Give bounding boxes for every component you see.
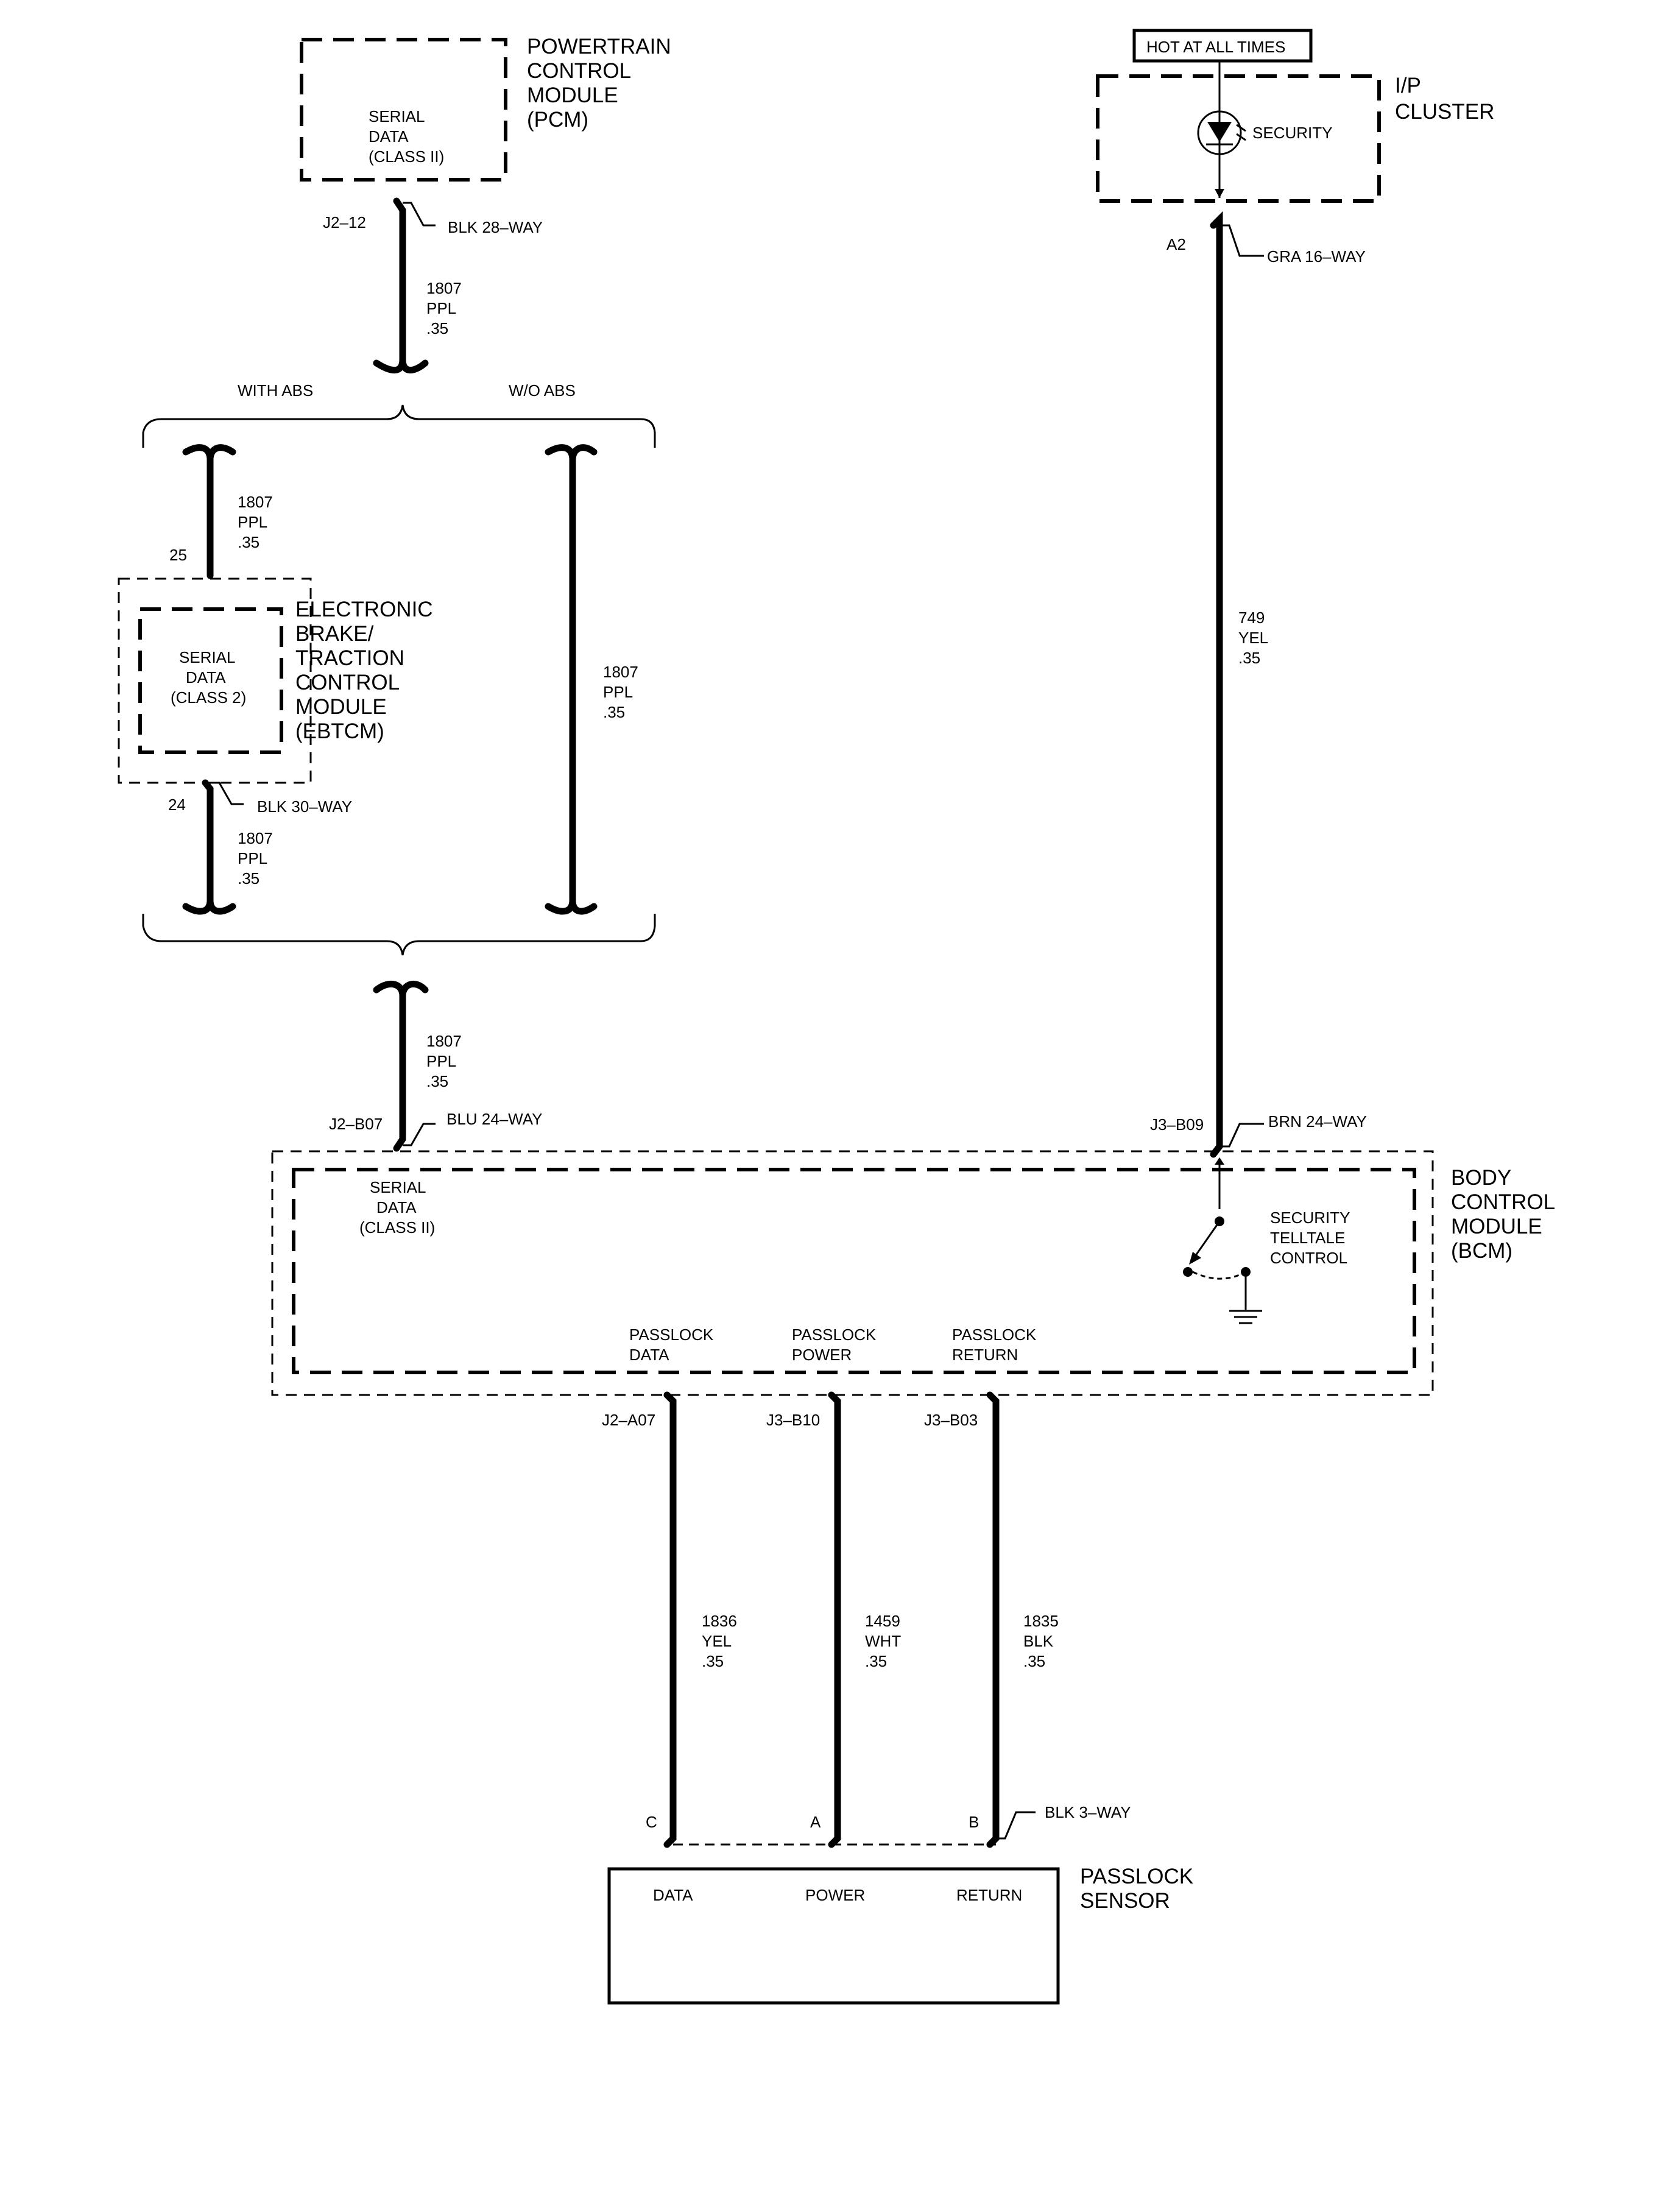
- passlock-power-wire: [828, 1391, 841, 1848]
- security-lamp-icon: [1197, 110, 1242, 155]
- switch-right-contact: [1241, 1267, 1251, 1277]
- wo-abs-circuit: 1807 PPL .35: [603, 663, 643, 721]
- switch-arm: [1191, 1221, 1221, 1260]
- sensor-connector-label: BLK 3–WAY: [1045, 1803, 1131, 1821]
- top-brace: [142, 404, 656, 448]
- hot-at-all-times-label: HOT AT ALL TIMES: [1146, 38, 1285, 56]
- bcm-inner-box: [292, 1168, 1416, 1374]
- pcm-title: POWERTRAIN CONTROL MODULE (PCM): [527, 35, 677, 132]
- security-wire-bcm-pin: J3–B09: [1150, 1115, 1204, 1134]
- security-led-rays: [1236, 124, 1246, 141]
- sensor-connector-leader: [996, 1811, 1036, 1840]
- pcm-connector: BLK 28–WAY: [448, 218, 543, 236]
- bcm-serial-data-label: SERIAL DATA (CLASS II): [359, 1178, 435, 1237]
- bcm-telltale-entry-arrow: [1215, 1157, 1224, 1165]
- ebtcm-input-wire: [182, 444, 236, 579]
- sensor-terminal-power: POWER: [805, 1886, 865, 1904]
- sensor-terminal-data: DATA: [653, 1886, 693, 1904]
- ebtcm-connector: BLK 30–WAY: [257, 797, 352, 816]
- bcm-serial-connector-leader: [403, 1123, 436, 1146]
- passlock-data-wire: [663, 1391, 677, 1848]
- security-led-icon: [1207, 122, 1232, 142]
- wo-abs-wire: [545, 444, 598, 915]
- pcm-pin: J2–12: [323, 213, 366, 231]
- ebtcm-pin-in: 25: [169, 546, 187, 564]
- ebtcm-pin-out: 24: [168, 796, 186, 814]
- pcm-wire: [373, 197, 429, 373]
- ebtcm-inner-box: [138, 607, 283, 754]
- ebtcm-connector-leader: [210, 782, 244, 805]
- bcm-serial-connector: BLU 24–WAY: [446, 1110, 543, 1128]
- passlock-sensor-box: [607, 1867, 1060, 2005]
- pcm-connector-leader: [403, 202, 436, 227]
- passlock-return-wire: [986, 1391, 1000, 1848]
- ip-feed-arrow: [1215, 189, 1224, 198]
- sensor-pin-a: A: [810, 1813, 821, 1831]
- bottom-brace: [142, 914, 656, 956]
- security-wire-connector: GRA 16–WAY: [1267, 247, 1366, 266]
- pcm-serial-data-label: SERIAL DATA (CLASS II): [369, 107, 444, 166]
- bcm-serial-wire: [373, 981, 429, 1152]
- security-wire-pin: A2: [1166, 235, 1186, 253]
- security-wire-circuit: 749 YEL .35: [1238, 609, 1272, 667]
- security-wire: [1210, 211, 1223, 1158]
- bcm-serial-circuit: 1807 PPL .35: [426, 1032, 466, 1090]
- sensor-pin-b: B: [969, 1813, 979, 1831]
- security-telltale-control-label: SECURITY TELLTALE CONTROL: [1270, 1209, 1354, 1267]
- passlock-data-pin: J2–A07: [602, 1411, 655, 1429]
- pcm-wire-circuit: 1807 PPL .35: [426, 279, 466, 337]
- ebtcm-outer-box: [118, 577, 312, 784]
- passlock-power-circuit: 1459 WHT .35: [865, 1612, 905, 1670]
- ip-cluster-box: [1096, 74, 1381, 203]
- with-abs-label: WITH ABS: [238, 381, 313, 400]
- passlock-return-circuit: 1835 BLK .35: [1023, 1612, 1063, 1670]
- passlock-data-circuit: 1836 YEL .35: [702, 1612, 741, 1670]
- wo-abs-label: W/O ABS: [509, 381, 576, 400]
- security-lamp-label: SECURITY: [1252, 124, 1332, 142]
- hot-at-all-times-box: [1132, 29, 1313, 63]
- passlock-power-pin: J3–B10: [766, 1411, 820, 1429]
- passlock-sensor-title: PASSLOCK SENSOR: [1080, 1865, 1199, 1913]
- ebtcm-serial-data-label: SERIAL DATA (CLASS 2): [171, 648, 246, 707]
- switch-left-contact: [1183, 1267, 1193, 1277]
- ebtcm-output-circuit: 1807 PPL .35: [238, 829, 277, 888]
- bcm-outer-box: [271, 1150, 1434, 1396]
- sensor-terminal-return: RETURN: [956, 1886, 1022, 1904]
- switch-link: [1192, 1271, 1241, 1280]
- security-wire-top-leader: [1219, 224, 1264, 257]
- switch-arrow-icon: [1189, 1252, 1201, 1265]
- security-wire-bcm-leader: [1219, 1123, 1264, 1148]
- ground-icon: [1229, 1310, 1262, 1324]
- passlock-power-label: PASSLOCK POWER: [792, 1326, 880, 1364]
- ebtcm-input-circuit: 1807 PPL .35: [238, 493, 277, 551]
- passlock-return-pin: J3–B03: [924, 1411, 978, 1429]
- ebtcm-title: ELECTRONIC BRAKE/ TRACTION CONTROL MODUL…: [295, 598, 439, 743]
- passlock-return-label: PASSLOCK RETURN: [952, 1326, 1040, 1364]
- bcm-title: BODY CONTROL MODULE (BCM): [1451, 1166, 1561, 1263]
- pcm-box: [300, 38, 507, 182]
- ip-cluster-title: I/P CLUSTER: [1395, 74, 1494, 124]
- sensor-pin-c: C: [646, 1813, 657, 1831]
- ebtcm-output-wire: [182, 779, 236, 915]
- bcm-serial-pin: J2–B07: [329, 1115, 383, 1133]
- passlock-data-label: PASSLOCK DATA: [629, 1326, 718, 1364]
- security-wire-bcm-connector: BRN 24–WAY: [1268, 1112, 1367, 1131]
